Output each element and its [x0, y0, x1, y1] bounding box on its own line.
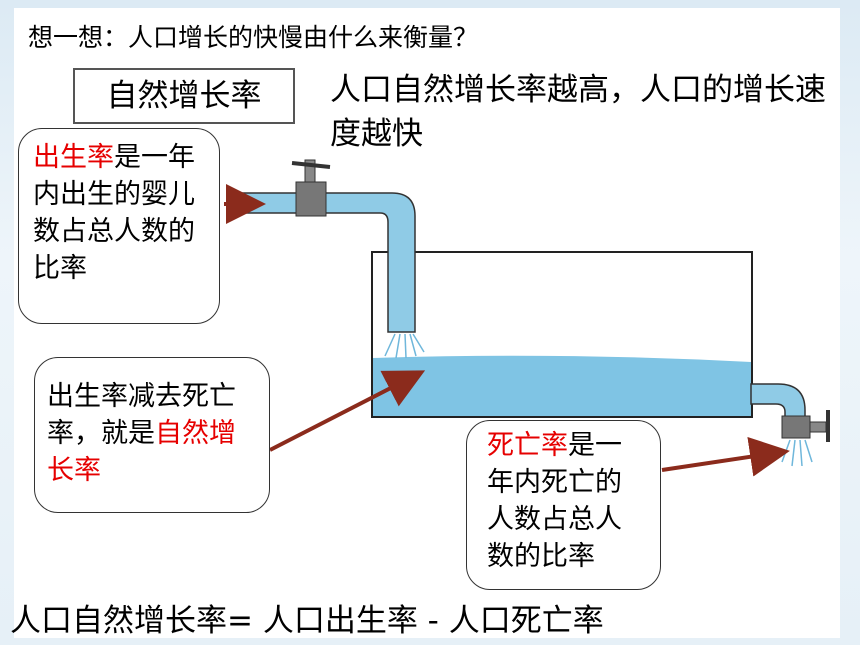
question-title: 想一想：人口增长的快慢由什么来衡量？: [28, 23, 479, 52]
birth-rate-definition: 是一年内出生的婴儿数占总人数的比率: [33, 142, 195, 284]
death-rate-bubble: 死亡率是一年内死亡的人数占总人数的比率: [466, 420, 661, 590]
term-box: 自然增长率: [73, 68, 295, 124]
tank-water: [373, 355, 751, 416]
formula: 人口自然增长率= 人口出生率 - 人口死亡率: [10, 603, 604, 639]
birth-rate-term: 出生率: [33, 142, 114, 173]
outlet-spray: [781, 439, 813, 467]
outlet-faucet-icon: [781, 410, 830, 442]
death-rate-definition: 是一年内死亡的人数占总人数的比率: [487, 430, 622, 572]
death-arrow: [661, 436, 790, 477]
outlet-pipe: [750, 383, 806, 421]
inlet-faucet-icon: [291, 159, 331, 217]
natural-growth-definition: 出生率减去死亡率，就是: [47, 381, 236, 449]
birth-rate-bubble: 出生率是一年内出生的婴儿数占总人数的比率: [18, 128, 220, 324]
statement-text: 人口自然增长率越高，人口的增长速度越快: [330, 72, 826, 152]
inlet-spray: [384, 333, 425, 359]
natural-growth-term: 自然增长率: [47, 418, 236, 486]
natural-growth-bubble: 出生率减去死亡率，就是自然增长率: [34, 357, 270, 513]
water-tank: [371, 251, 753, 418]
death-rate-term: 死亡率: [487, 430, 568, 461]
natural-arrow: [269, 370, 426, 452]
